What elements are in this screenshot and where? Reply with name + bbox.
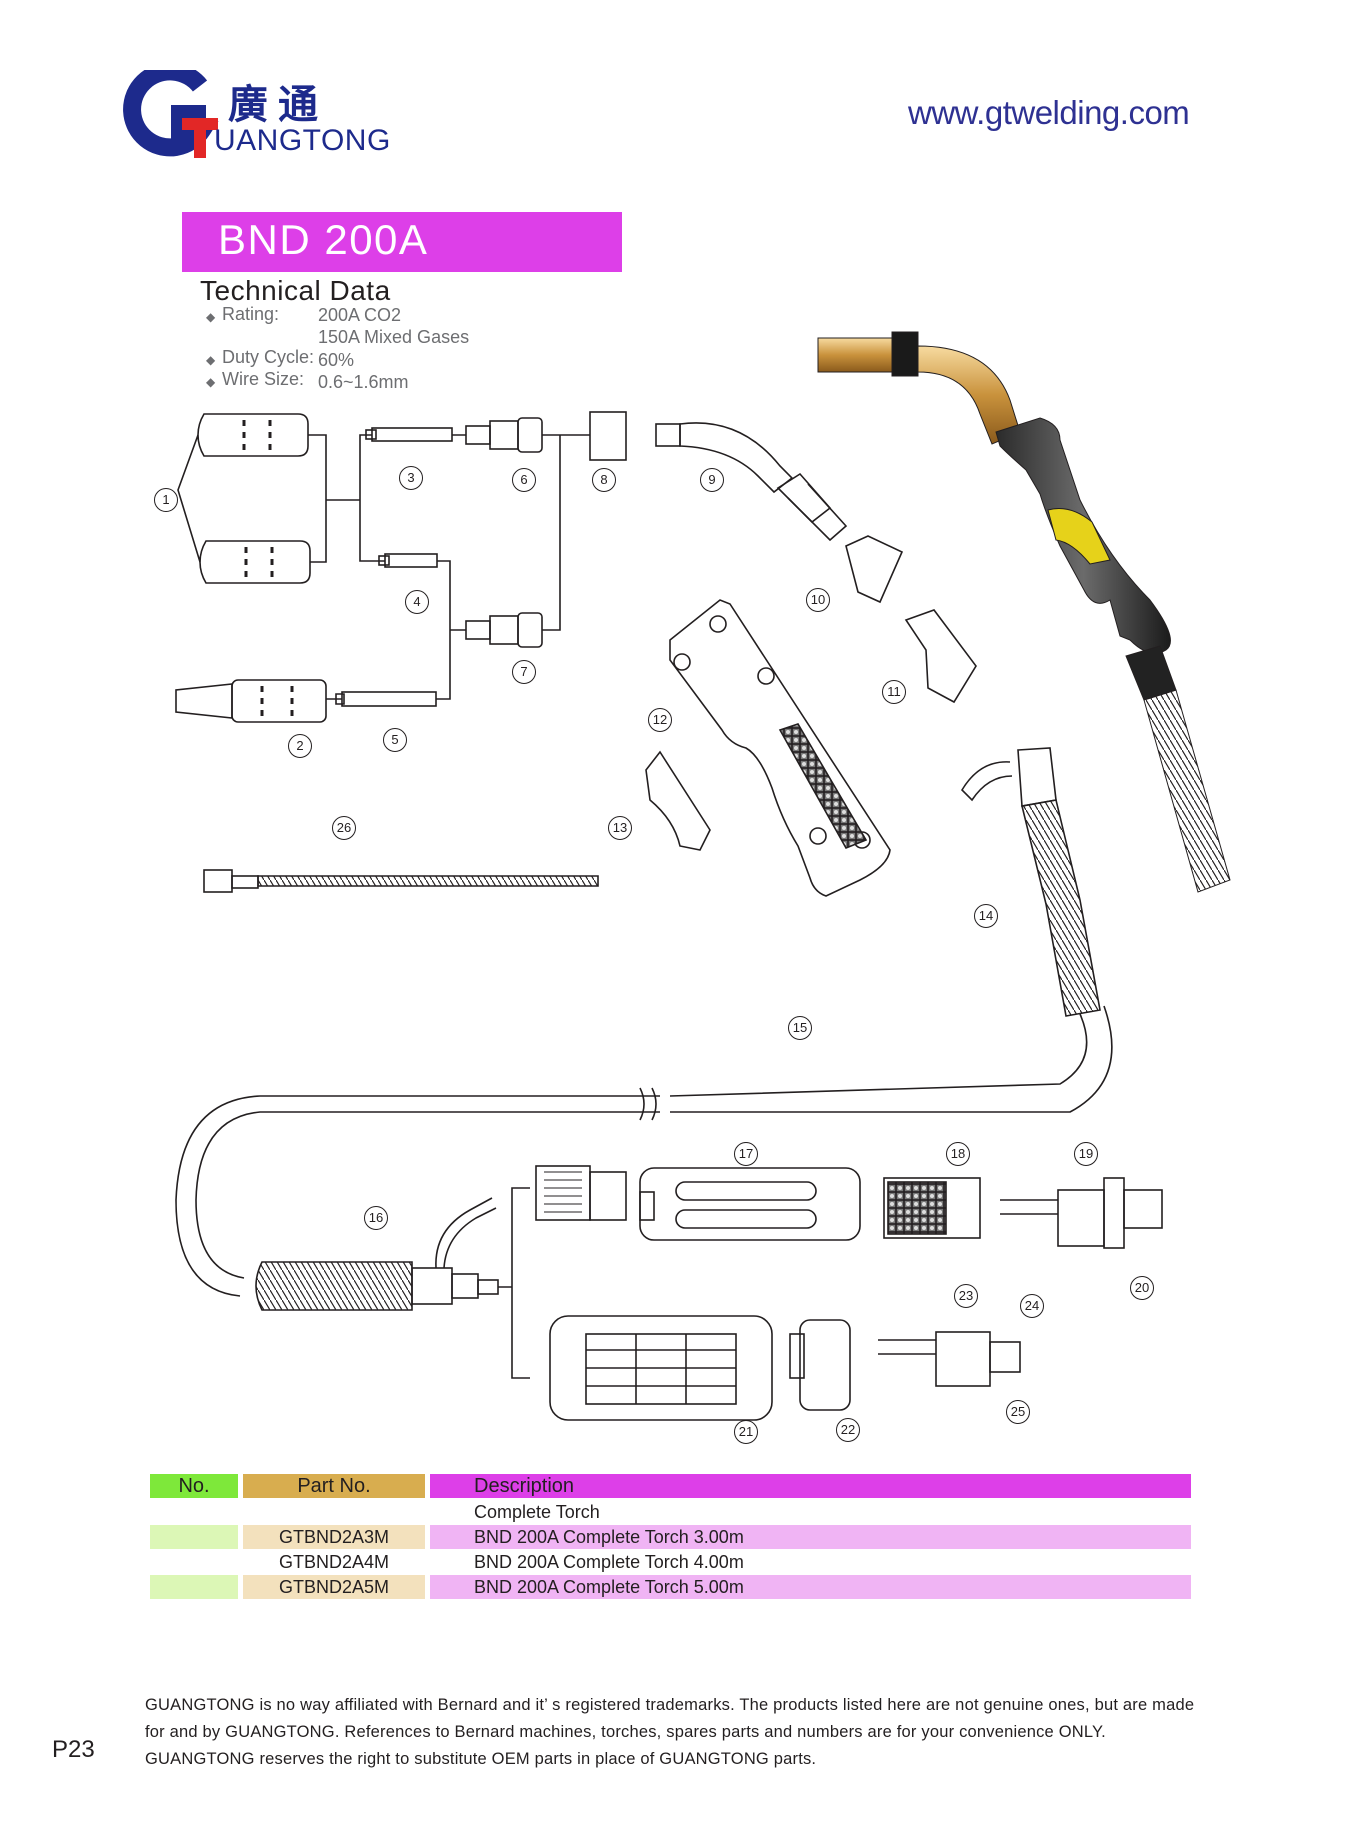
parts-diagram: [175, 331, 1231, 1421]
collar-22: [789, 1319, 851, 1411]
model-banner: [182, 212, 622, 272]
connector-part: [535, 1165, 627, 1221]
callout-13: 13: [608, 816, 632, 840]
website-link[interactable]: www.gtwelding.com: [908, 94, 1190, 131]
callout-25: 25: [1006, 1400, 1030, 1424]
duty-cycle-label: Duty Cycle:: [222, 347, 315, 367]
gooseneck-9: [655, 422, 848, 542]
page-number: P23: [52, 1736, 95, 1763]
part-8: [589, 411, 627, 461]
cable-spring-14: [960, 747, 1101, 1017]
callout-layer: .callout { position:absolute; width:22px…: [154, 466, 1154, 1444]
callout-4: 4: [405, 590, 429, 614]
wire-size-label: Wire Size:: [222, 369, 305, 389]
technical-data-heading: Technical Data: [200, 275, 391, 306]
table-cell-no: [150, 1500, 238, 1524]
part-11: [904, 609, 977, 704]
callout-11: 11: [882, 680, 906, 704]
rating-label: Rating:: [222, 304, 280, 324]
table-cell-part-no: [243, 1500, 425, 1524]
callout-3: 3: [399, 466, 423, 490]
callout-16: 16: [364, 1206, 388, 1230]
duty-cycle-value: 60%: [318, 350, 355, 370]
nozzle-part-2: [175, 679, 327, 723]
rating-value-mixed: 150A Mixed Gases: [318, 327, 470, 347]
table-cell-description: BND 200A Complete Torch 3.00m: [430, 1525, 1191, 1549]
callout-8: 8: [592, 468, 616, 492]
callout-23: 23: [954, 1284, 978, 1308]
callout-1: 1: [154, 488, 178, 512]
table-cell-no: [150, 1575, 238, 1599]
table-cell-part-no: GTBND2A5M: [243, 1575, 425, 1599]
table-cell-part-no: GTBND2A3M: [243, 1525, 425, 1549]
bullet-icon: ◆: [206, 353, 216, 367]
table-cell-no: [150, 1550, 238, 1574]
callout-12: 12: [648, 708, 672, 732]
wire-size-value: 0.6~1.6mm: [318, 372, 409, 392]
callout-7: 7: [512, 660, 536, 684]
table-cell-no: [150, 1525, 238, 1549]
callout-9: 9: [700, 468, 724, 492]
mesh-grip-18: [883, 1177, 981, 1239]
callout-5: 5: [383, 728, 407, 752]
assembled-torch: [817, 331, 1231, 893]
liner-26: [203, 869, 599, 893]
nozzle-part-1a: [197, 413, 309, 457]
callout-14: 14: [974, 904, 998, 928]
callout-15: 15: [788, 1016, 812, 1040]
callout-26: 26: [332, 816, 356, 840]
callout-21: 21: [734, 1420, 758, 1444]
model-title: BND 200A: [218, 216, 429, 263]
trigger-13: [645, 750, 711, 851]
rating-value-co2: 200A CO2: [318, 305, 402, 325]
disclaimer-text: GUANGTONG is no way affiliated with Bern…: [145, 1696, 1195, 1768]
table-header-description: Description: [430, 1474, 1191, 1498]
handle-21: [549, 1315, 773, 1421]
switch-23: [878, 1331, 1021, 1387]
table-cell-description: BND 200A Complete Torch 4.00m: [474, 1552, 744, 1572]
bullet-icon: ◆: [206, 310, 216, 324]
callout-22: 22: [836, 1418, 860, 1442]
callout-2: 2: [288, 734, 312, 758]
logo-english-name: UANGTONG: [214, 124, 391, 157]
table-cell-part-no: GTBND2A4M: [278, 1552, 390, 1572]
guangtong-logo-icon: [123, 70, 219, 158]
table-header-no: No.: [150, 1474, 238, 1498]
callout-10: 10: [806, 588, 830, 612]
callout-20: 20: [1130, 1276, 1154, 1300]
cable-spring-16: [255, 1197, 499, 1311]
table-cell-description: BND 200A Complete Torch 5.00m: [430, 1575, 1191, 1599]
nozzle-part-1b: [199, 540, 311, 584]
cable-15: [175, 1005, 1113, 1297]
table-header-part-no: Part No.: [243, 1474, 425, 1498]
bullet-icon: ◆: [206, 375, 216, 389]
table-cell-description: Complete Torch: [474, 1502, 600, 1522]
handle-sleeve-17: [639, 1167, 861, 1241]
callout-6: 6: [512, 468, 536, 492]
logo-chinese-name: 廣通: [228, 81, 328, 128]
callout-18: 18: [946, 1142, 970, 1166]
callout-24: 24: [1020, 1294, 1044, 1318]
handle-shell-12: [669, 599, 891, 897]
part-10: [845, 535, 904, 604]
callout-19: 19: [1074, 1142, 1098, 1166]
callout-17: 17: [734, 1142, 758, 1166]
switch-19: [1000, 1177, 1163, 1249]
